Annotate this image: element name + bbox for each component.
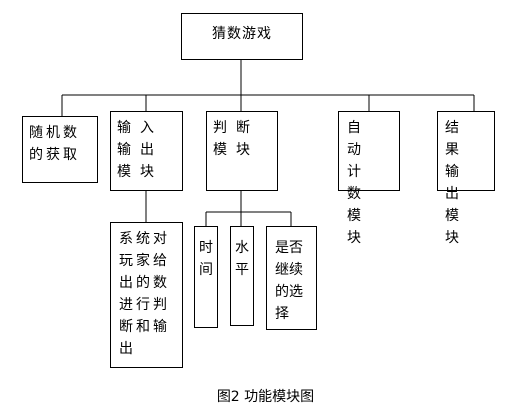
child-label: 水平 xyxy=(235,240,249,278)
root-node: 猜数游戏 xyxy=(181,13,303,60)
module-random-number: 随机数的获取 xyxy=(22,116,98,183)
module-auto-count: 自动计数模块 xyxy=(338,111,400,246)
module-label: 输入输出模块 xyxy=(117,120,163,180)
root-label: 猜数游戏 xyxy=(212,26,272,42)
module-input-output: 输入输出模块 xyxy=(110,111,183,191)
judge-child-continue: 是否继续的选择 xyxy=(266,226,317,330)
judge-child-level: 水平 xyxy=(230,226,254,326)
module-label: 判断模块 xyxy=(213,120,259,158)
detail-label: 系统对玩家给出的数进行判断和输出 xyxy=(119,231,170,357)
figure-caption: 图2 功能模块图 xyxy=(216,389,315,405)
module-label: 结果输出模块 xyxy=(445,120,473,246)
module-result-output: 结果输出模块 xyxy=(437,111,495,246)
child-label: 时间 xyxy=(199,240,213,278)
child-label: 是否继续的选择 xyxy=(275,240,303,322)
judge-child-time: 时间 xyxy=(194,226,218,328)
module-label: 自动计数模块 xyxy=(347,120,377,246)
module-judge: 判断模块 xyxy=(206,111,278,191)
input-output-detail: 系统对玩家给出的数进行判断和输出 xyxy=(110,222,183,368)
module-label: 随机数的获取 xyxy=(29,125,80,163)
